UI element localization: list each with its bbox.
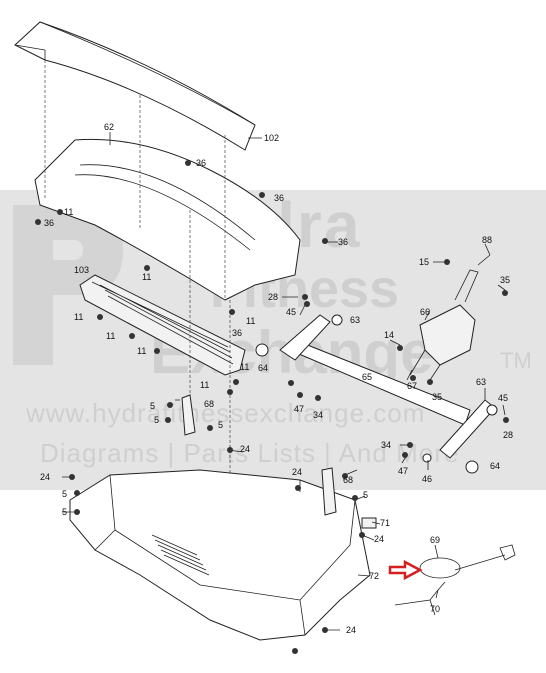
callout-63-b: 63 — [476, 377, 486, 387]
callout-45-b: 45 — [498, 393, 508, 403]
callout-45-a: 45 — [286, 307, 296, 317]
callout-15: 15 — [419, 257, 429, 267]
power-cord-69 — [419, 557, 461, 579]
callout-34-a: 34 — [313, 410, 323, 420]
vent-slots — [151, 534, 210, 576]
callout-103: 103 — [74, 265, 89, 275]
callout-5-c: 5 — [218, 420, 223, 430]
callout-35-a: 35 — [500, 275, 510, 285]
callout-36-e: 36 — [232, 328, 242, 338]
callout-68-b: 68 — [343, 475, 353, 485]
callout-24-c: 24 — [292, 467, 302, 477]
callout-36-a: 36 — [196, 158, 206, 168]
motor-hood-62 — [34, 138, 301, 301]
callout-11-g: 11 — [200, 380, 209, 390]
callout-102: 102 — [264, 133, 279, 143]
callout-11-e: 11 — [106, 331, 115, 341]
callout-70: 70 — [430, 604, 440, 614]
callout-24-e: 24 — [346, 625, 356, 635]
callout-68-a: 68 — [204, 399, 214, 409]
callout-47-b: 47 — [398, 466, 408, 476]
callout-35-b: 35 — [432, 392, 442, 402]
incline-bracket-left — [279, 314, 331, 361]
callout-66: 66 — [420, 307, 430, 317]
highlight-arrow — [388, 559, 423, 581]
callout-5-f: 5 — [363, 490, 368, 500]
callout-24-b: 24 — [40, 472, 50, 482]
callout-5-d: 5 — [62, 489, 67, 499]
callout-72: 72 — [369, 571, 379, 581]
callout-24-a: 24 — [240, 444, 250, 454]
hood-cover-102 — [14, 21, 256, 151]
motor-base-72 — [69, 469, 371, 641]
callout-64-b: 64 — [490, 461, 500, 471]
nut-46 — [422, 453, 432, 463]
upright-bracket-68-right — [321, 467, 337, 516]
watermark-tagline: Diagrams | Parts Lists | And More — [40, 438, 460, 468]
callout-11-f: 11 — [137, 346, 146, 356]
callout-46: 46 — [422, 474, 432, 484]
callout-11-c: 11 — [246, 316, 255, 326]
callout-28-b: 28 — [503, 430, 513, 440]
callout-5-b: 5 — [154, 415, 159, 425]
washer-63-left — [331, 314, 343, 326]
callout-5-a: 5 — [150, 401, 155, 411]
callout-11-h: 11 — [240, 362, 249, 372]
wire-harness-70 — [394, 581, 446, 616]
hydra-logo-watermark — [13, 205, 123, 365]
callout-34-b: 34 — [381, 440, 391, 450]
clip-71 — [361, 517, 377, 529]
callout-36-b: 36 — [274, 193, 284, 203]
callout-36-c: 36 — [338, 237, 348, 247]
watermark-trademark: TM — [500, 348, 532, 373]
callout-11-d: 11 — [74, 312, 83, 322]
callout-71: 71 — [380, 518, 390, 528]
callout-11-a: 11 — [64, 207, 73, 217]
roller-64-right — [465, 460, 479, 474]
callout-11-b: 11 — [142, 272, 151, 282]
callout-88: 88 — [482, 235, 492, 245]
callout-24-d: 24 — [374, 534, 384, 544]
callout-69: 69 — [430, 535, 440, 545]
callout-64-a: 64 — [258, 363, 268, 373]
callout-65: 65 — [362, 372, 372, 382]
callout-5-e: 5 — [62, 507, 67, 517]
callout-47-a: 47 — [294, 404, 304, 414]
callout-67: 67 — [407, 381, 417, 391]
callout-62: 62 — [104, 122, 114, 132]
callout-14: 14 — [384, 330, 394, 340]
grille-103 — [79, 274, 246, 376]
callout-63-a: 63 — [350, 315, 360, 325]
roller-64-left — [255, 343, 269, 357]
callout-36-d: 36 — [44, 218, 54, 228]
washer-63-right — [486, 404, 498, 416]
callout-28-a: 28 — [268, 292, 278, 302]
upright-bracket-68-left — [181, 394, 196, 436]
watermark-url: www.hydrafitnessexchange.com — [26, 398, 426, 428]
